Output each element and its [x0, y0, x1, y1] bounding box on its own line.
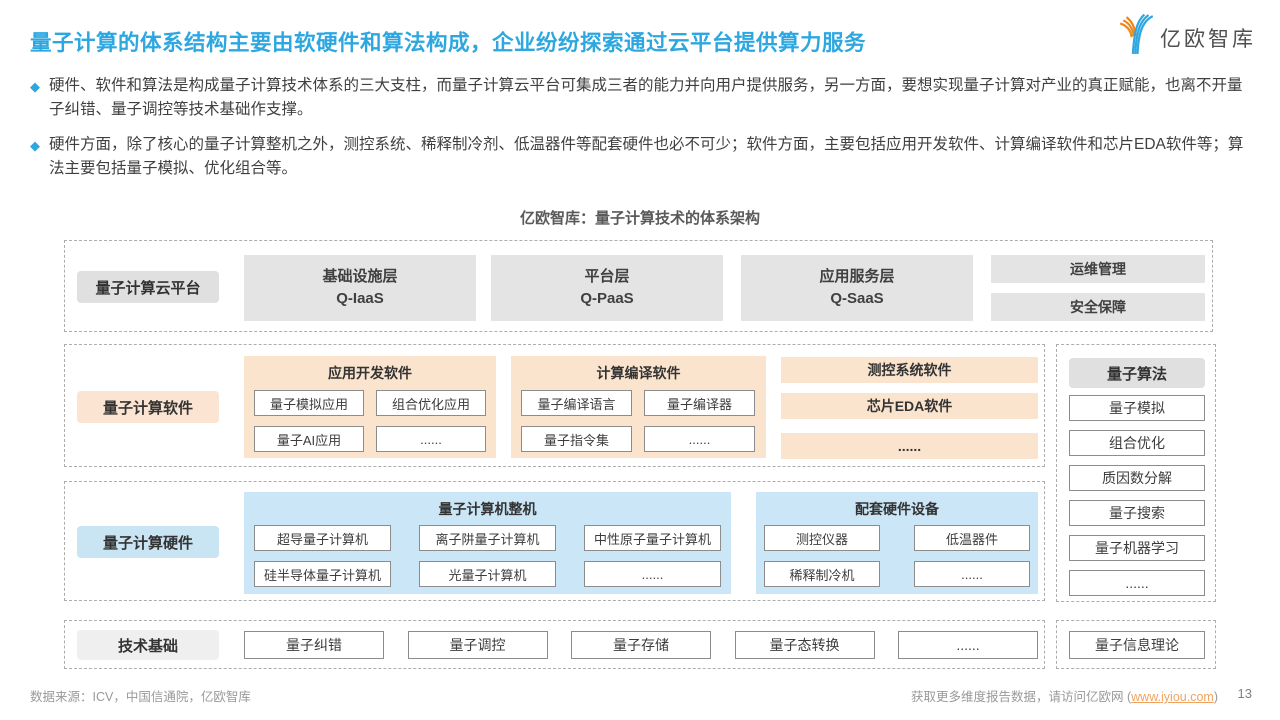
foundation-items: 量子纠错 量子调控 量子存储 量子态转换 ...... — [244, 631, 1038, 659]
hardware-label: 量子计算硬件 — [77, 526, 219, 558]
layer-qiaas: 基础设施层 Q-IaaS — [244, 255, 476, 321]
measurement-control-software-bar: 测控系统软件 — [781, 357, 1038, 383]
layer-qsaas: 应用服务层 Q-SaaS — [741, 255, 973, 321]
summary-bullets: ◆ 硬件、软件和算法是构成量子计算技术体系的三大支柱，而量子计算云平台可集成三者… — [30, 74, 1254, 192]
logo-text: 亿欧智库 — [1160, 27, 1256, 51]
ion-trap-qc-box: 离子阱量子计算机 — [419, 525, 556, 551]
layer-qsaas-abbr: Q-SaaS — [830, 290, 884, 307]
quantum-state-conversion-box: 量子态转换 — [734, 631, 875, 659]
quantum-compiler-box: 量子编译器 — [644, 390, 755, 416]
software-label: 量子计算软件 — [77, 391, 219, 423]
quantum-compile-language-box: 量子编译语言 — [521, 390, 632, 416]
footer-cta-prefix: 获取更多维度报告数据，请访问亿欧网 ( — [911, 690, 1132, 704]
footer-cta: 获取更多维度报告数据，请访问亿欧网 (www.iyiou.com) — [911, 686, 1218, 705]
quantum-error-correction-box: 量子纠错 — [244, 631, 384, 659]
quantum-information-theory-box: 量子信息理论 — [1069, 631, 1205, 659]
cloud-platform-label: 量子计算云平台 — [77, 271, 219, 303]
prime-factorization-algo-box: 质因数分解 — [1069, 465, 1205, 491]
quantum-simulation-app-box: 量子模拟应用 — [254, 390, 364, 416]
quantum-machine-learning-algo-box: 量子机器学习 — [1069, 535, 1205, 561]
algorithms-label: 量子算法 — [1069, 358, 1205, 388]
bullet-2: ◆ 硬件方面，除了核心的量子计算整机之外，测控系统、稀释制冷剂、低温器件等配套硬… — [30, 133, 1254, 181]
info-theory-container: 量子信息理论 — [1056, 620, 1216, 669]
dilution-refrigerator-box: 稀释制冷机 — [764, 561, 880, 587]
silicon-semiconductor-qc-box: 硅半导体量子计算机 — [254, 561, 391, 587]
more-apps-box: ...... — [376, 426, 486, 452]
iyiou-link[interactable]: www.iyiou.com — [1131, 690, 1214, 704]
compile-software-group: 计算编译软件 量子编译语言 量子编译器 量子指令集 ...... — [511, 356, 766, 458]
foundation-row: 技术基础 量子纠错 量子调控 量子存储 量子态转换 ...... — [64, 620, 1045, 669]
layer-qiaas-name: 基础设施层 — [322, 268, 398, 286]
data-source-note: 数据来源：ICV，中国信通院，亿欧智库 — [30, 690, 251, 704]
footer-cta-suffix: ) — [1213, 690, 1218, 704]
quantum-control-box: 量子调控 — [407, 631, 548, 659]
page-number: 13 — [1237, 686, 1252, 701]
bullet-1: ◆ 硬件、软件和算法是构成量子计算技术体系的三大支柱，而量子计算云平台可集成三者… — [30, 74, 1254, 122]
more-foundation-box: ...... — [898, 631, 1038, 659]
ops-management-box: 运维管理 — [991, 255, 1205, 283]
quantum-ai-app-box: 量子AI应用 — [254, 426, 364, 452]
more-software-bar: ...... — [781, 433, 1038, 459]
app-dev-software-title: 应用开发软件 — [328, 365, 412, 381]
superconducting-qc-box: 超导量子计算机 — [254, 525, 391, 551]
quantum-search-algo-box: 量子搜索 — [1069, 500, 1205, 526]
eo-logo-icon — [1119, 13, 1155, 61]
diagram-title: 亿欧智库：量子计算技术的体系架构 — [519, 210, 760, 227]
more-qc-box: ...... — [584, 561, 721, 587]
neutral-atom-qc-box: 中性原子量子计算机 — [584, 525, 721, 551]
layer-qpaas-abbr: Q-PaaS — [580, 290, 634, 307]
photonic-qc-box: 光量子计算机 — [419, 561, 556, 587]
supporting-hardware-title: 配套硬件设备 — [855, 501, 939, 517]
algorithms-column: 量子算法 量子模拟 组合优化 质因数分解 量子搜索 量子机器学习 ...... — [1056, 344, 1216, 602]
diamond-bullet-icon: ◆ — [30, 79, 40, 94]
compile-software-title: 计算编译软件 — [596, 365, 681, 381]
supporting-hardware-group: 配套硬件设备 测控仪器 低温器件 稀释制冷机 ...... — [756, 492, 1038, 594]
software-row: 量子计算软件 应用开发软件 量子模拟应用 组合优化应用 量子AI应用 .....… — [64, 344, 1045, 467]
quantum-storage-box: 量子存储 — [571, 631, 711, 659]
combinatorial-optimization-algo-box: 组合优化 — [1069, 430, 1205, 456]
diamond-bullet-icon: ◆ — [30, 138, 40, 154]
eo-intelligence-logo: 亿欧智库 — [1119, 13, 1256, 61]
quantum-computer-group-title: 量子计算机整机 — [438, 501, 537, 517]
hardware-row: 量子计算硬件 量子计算机整机 超导量子计算机 离子阱量子计算机 中性原子量子计算… — [64, 481, 1045, 601]
layer-qsaas-name: 应用服务层 — [819, 268, 895, 286]
chip-eda-software-bar: 芯片EDA软件 — [781, 393, 1038, 419]
quantum-instruction-set-box: 量子指令集 — [521, 426, 632, 452]
quantum-simulation-algo-box: 量子模拟 — [1069, 395, 1205, 421]
more-algo-box: ...... — [1069, 570, 1205, 596]
measurement-instrument-box: 测控仪器 — [764, 525, 880, 551]
cloud-platform-row: 量子计算云平台 基础设施层 Q-IaaS 平台层 Q-PaaS 应用服务层 Q-… — [64, 240, 1213, 332]
page-title: 量子计算的体系结构主要由软硬件和算法构成，企业纷纷探索通过云平台提供算力服务 — [30, 31, 867, 55]
foundation-label: 技术基础 — [77, 630, 219, 660]
cryogenic-device-box: 低温器件 — [914, 525, 1030, 551]
layer-qpaas: 平台层 Q-PaaS — [491, 255, 723, 321]
layer-qpaas-name: 平台层 — [584, 268, 630, 286]
more-hardware-box: ...... — [914, 561, 1030, 587]
more-compile-box: ...... — [644, 426, 755, 452]
app-dev-software-group: 应用开发软件 量子模拟应用 组合优化应用 量子AI应用 ...... — [244, 356, 496, 458]
layer-qiaas-abbr: Q-IaaS — [336, 290, 384, 307]
bullet-1-text: 硬件、软件和算法是构成量子计算技术体系的三大支柱，而量子计算云平台可集成三者的能… — [49, 77, 1243, 119]
combinatorial-optimization-app-box: 组合优化应用 — [376, 390, 486, 416]
quantum-computer-group: 量子计算机整机 超导量子计算机 离子阱量子计算机 中性原子量子计算机 硅半导体量… — [244, 492, 731, 594]
security-assurance-box: 安全保障 — [991, 293, 1205, 321]
bullet-2-text: 硬件方面，除了核心的量子计算整机之外，测控系统、稀释制冷剂、低温器件等配套硬件也… — [49, 136, 1244, 178]
